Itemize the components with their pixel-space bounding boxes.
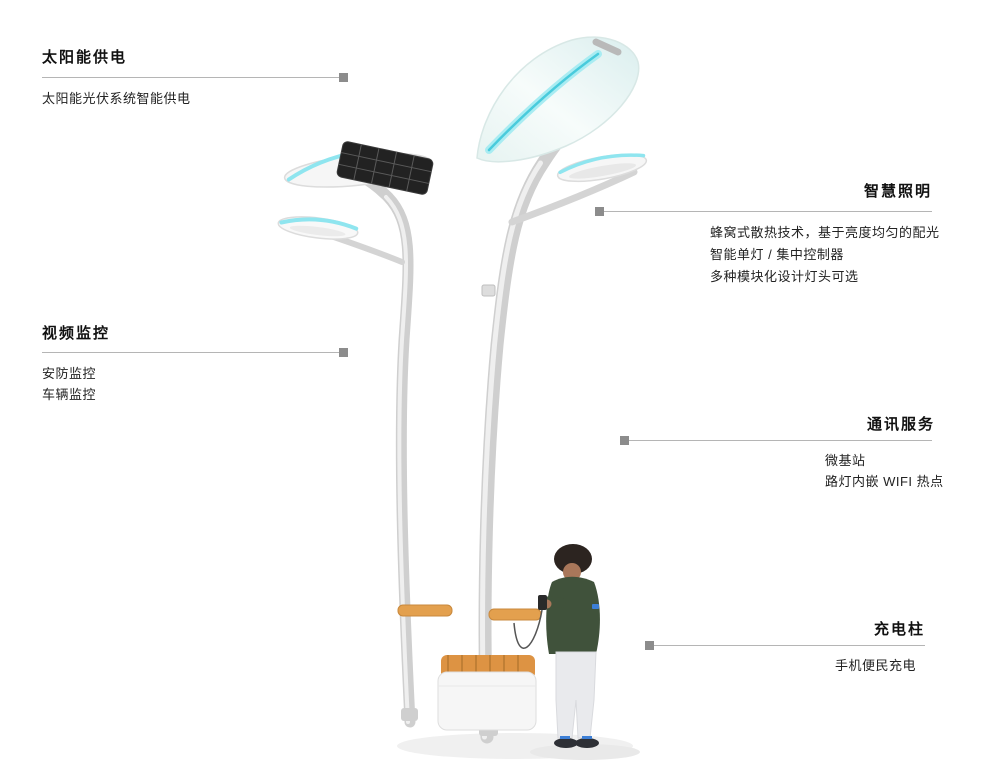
solar-panel: [336, 141, 434, 195]
person-charging-phone: [513, 544, 600, 748]
leader-dot-communication-service: [620, 436, 629, 445]
smart-lamp-head: [508, 153, 648, 226]
callout-line: 太阳能光伏系统智能供电: [42, 91, 191, 106]
callout-title-video-surveillance: 视频监控: [42, 325, 111, 342]
callout-body-charging-pile: 手机便民充电: [835, 655, 916, 676]
planter-bench: [437, 655, 537, 731]
ground-shadow: [397, 733, 640, 760]
callout-body-communication-service: 微基站 路灯内嵌 WIFI 热点: [825, 450, 944, 492]
leader-line-smart-lighting: [600, 211, 932, 212]
leader-dot-solar-power: [339, 73, 348, 82]
callout-body-video-surveillance: 安防监控 车辆监控: [42, 363, 96, 405]
callout-line: 多种模块化设计灯头可选: [710, 269, 859, 284]
leader-line-solar-power: [42, 77, 339, 78]
leader-dot-charging-pile: [645, 641, 654, 650]
leader-dot-video-surveillance: [339, 348, 348, 357]
callout-line: 智能单灯 / 集中控制器: [710, 247, 844, 262]
leader-line-video-surveillance: [42, 352, 339, 353]
side-lamp-head: [277, 216, 405, 265]
phone: [538, 595, 547, 610]
callout-body-solar-power: 太阳能光伏系统智能供电: [42, 88, 191, 109]
glass-canopy: [476, 36, 640, 163]
callout-line: 手机便民充电: [835, 658, 917, 673]
leader-line-communication-service: [625, 440, 932, 441]
callout-line: 路灯内嵌 WIFI 热点: [825, 474, 944, 489]
callout-line: 微基站: [825, 453, 866, 468]
callout-line: 车辆监控: [42, 387, 97, 402]
callout-line: 蜂窝式散热技术，基于亮度均匀的配光: [710, 225, 940, 240]
solar-panel-lamp-head: [283, 141, 434, 195]
leader-line-charging-pile: [650, 645, 925, 646]
leader-dot-smart-lighting: [595, 207, 604, 216]
callout-title-smart-lighting: 智慧照明: [863, 183, 932, 200]
callout-title-solar-power: 太阳能供电: [42, 49, 128, 66]
callout-body-smart-lighting: 蜂窝式散热技术，基于亮度均匀的配光 智能单灯 / 集中控制器 多种模块化设计灯头…: [710, 222, 940, 288]
charging-tray: [397, 604, 542, 621]
camera-mount: [481, 284, 496, 297]
charging-cable: [513, 609, 543, 649]
callout-title-communication-service: 通讯服务: [866, 416, 935, 433]
callout-title-charging-pile: 充电柱: [873, 621, 925, 638]
callout-line: 安防监控: [42, 366, 97, 381]
